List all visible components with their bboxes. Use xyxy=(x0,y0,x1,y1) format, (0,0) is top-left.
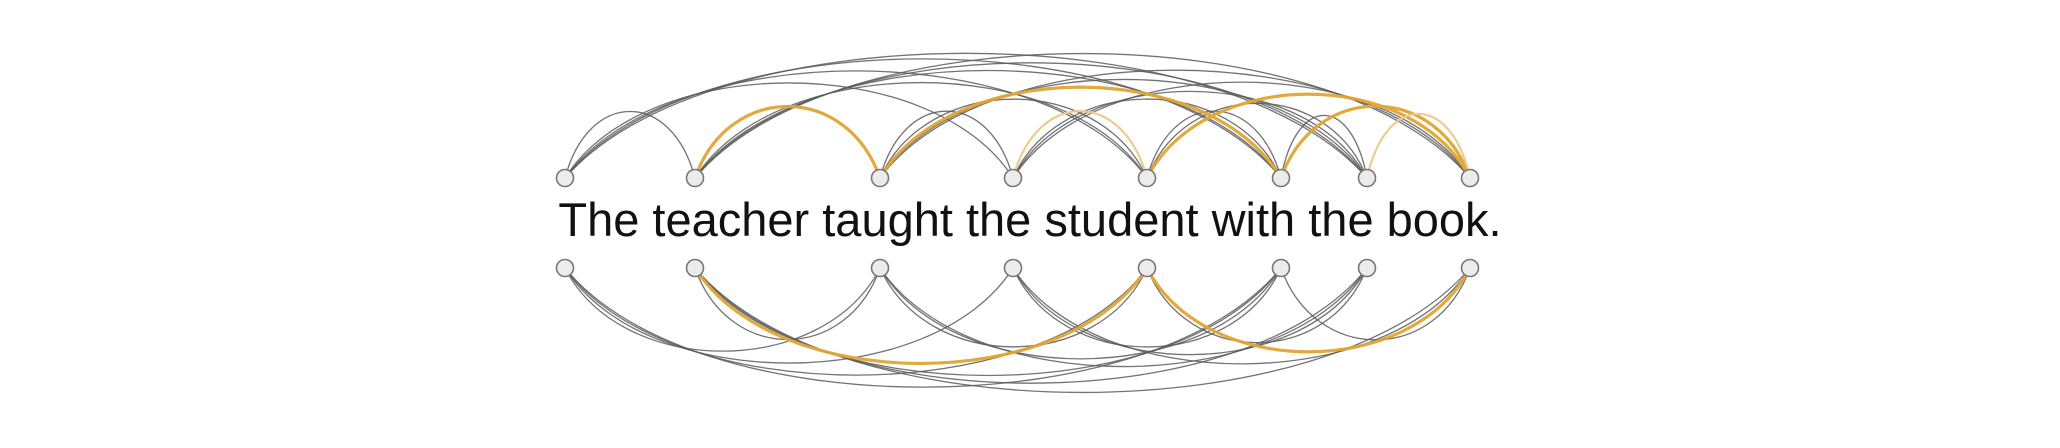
bottom-arc-the-book xyxy=(1012,267,1471,365)
top-token-node-4 xyxy=(1137,168,1157,188)
bottom-arc-student-book xyxy=(1145,267,1472,354)
top-token-node-2 xyxy=(870,168,890,188)
top-arc-teacher-student xyxy=(694,82,1148,179)
top-token-node-5 xyxy=(1271,168,1291,188)
bottom-token-node-7 xyxy=(1460,258,1480,278)
bottom-arc-The-student xyxy=(564,267,1148,376)
top-arc-taught-the xyxy=(879,110,1014,179)
top-arc-taught-student xyxy=(879,98,1148,179)
bottom-arc-student-the xyxy=(1146,267,1368,344)
sentence-text: The teacher taught the student with the … xyxy=(558,193,1501,246)
bottom-arc-taught-the xyxy=(879,267,1368,368)
top-arc-the-book xyxy=(1365,112,1472,179)
bottom-arc-with-book xyxy=(1280,267,1471,341)
top-arc-teacher-with xyxy=(694,69,1282,179)
bottom-attention-arcs xyxy=(564,267,1472,393)
top-attention-arcs xyxy=(564,52,1472,179)
top-arc-The-the xyxy=(564,82,1014,179)
bottom-token-node-6 xyxy=(1357,258,1377,278)
bottom-token-node-3 xyxy=(1003,258,1023,278)
bottom-arc-the-the xyxy=(1012,267,1368,356)
top-token-node-3 xyxy=(1003,168,1023,188)
top-arc-student-the xyxy=(1146,102,1368,179)
top-arc-teacher-book xyxy=(694,53,1471,179)
bottom-token-node-2 xyxy=(870,258,890,278)
top-arc-student-book xyxy=(1145,92,1472,179)
bottom-arc-The-taught xyxy=(564,267,881,352)
top-arc-taught-with xyxy=(878,85,1283,179)
bottom-arc-the-with xyxy=(1012,267,1282,348)
top-arc-teacher-taught xyxy=(693,104,882,179)
bottom-token-node-5 xyxy=(1271,258,1291,278)
bottom-arc-teacher-book xyxy=(694,267,1471,393)
bottom-token-node-0 xyxy=(555,258,575,278)
bottom-arc-teacher-with xyxy=(694,267,1282,377)
top-arc-with-the xyxy=(1280,115,1368,179)
top-arc-teacher-the xyxy=(694,62,1368,179)
bottom-arc-taught-with xyxy=(879,267,1282,360)
bottom-arc-teacher-the xyxy=(694,267,1368,384)
top-arc-with-book xyxy=(1279,104,1472,179)
top-arc-The-teacher xyxy=(564,111,696,179)
top-token-node-7 xyxy=(1460,168,1480,188)
bottom-token-nodes xyxy=(555,258,1480,278)
bottom-token-node-1 xyxy=(685,258,705,278)
top-arc-taught-the xyxy=(879,78,1368,179)
bottom-token-node-4 xyxy=(1137,258,1157,278)
bottom-arc-taught-student xyxy=(879,267,1148,348)
bottom-arc-teacher-taught xyxy=(694,267,881,341)
top-arc-taught-book xyxy=(879,69,1471,179)
top-token-node-0 xyxy=(555,168,575,188)
bottom-arc-The-the xyxy=(564,267,1014,364)
top-arc-The-the xyxy=(564,52,1368,179)
top-arc-the-student xyxy=(1011,110,1149,179)
bottom-arc-teacher-student xyxy=(693,267,1149,365)
top-token-node-6 xyxy=(1357,168,1377,188)
top-token-nodes xyxy=(555,168,1480,188)
top-token-node-1 xyxy=(685,168,705,188)
top-arc-The-student xyxy=(564,70,1148,179)
top-arc-the-with xyxy=(1012,98,1282,179)
top-arc-the-the xyxy=(1012,90,1368,179)
top-arc-the-book xyxy=(1012,81,1471,179)
